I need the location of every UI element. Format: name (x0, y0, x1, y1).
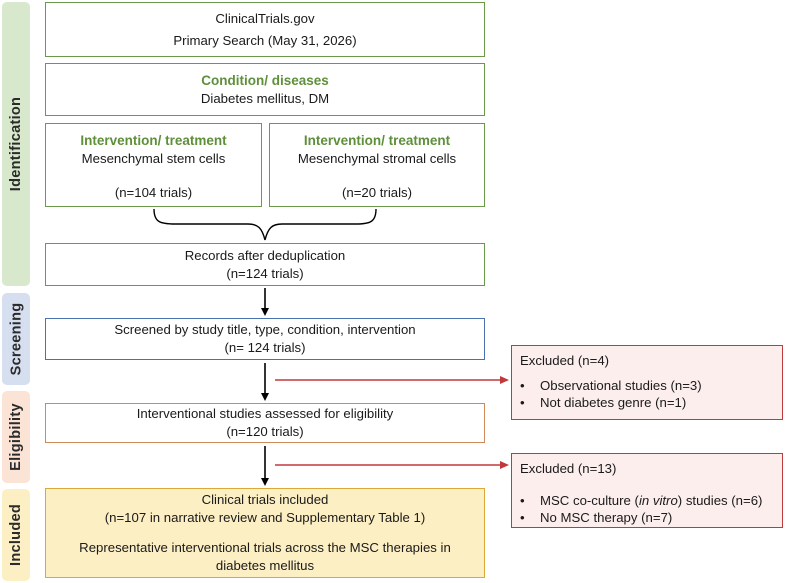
phase-identification: Identification (2, 2, 30, 286)
intervention-stromal-cells-box: Intervention/ treatment Mesenchymal stro… (269, 123, 485, 207)
intervention-stromal-title: Intervention/ treatment (303, 133, 451, 148)
excluded-eligibility-box: Excluded (n=13) •MSC co-culture (in vitr… (511, 453, 783, 528)
dedup-box: Records after deduplication (n=124 trial… (45, 243, 485, 286)
list-item: •MSC co-culture (in vitro) studies (n=6) (520, 493, 763, 508)
intervention-stem-count: (n=104 trials) (114, 185, 193, 200)
excluded-screening-item-1: Observational studies (n=3) (540, 378, 702, 393)
excluded-screening-box: Excluded (n=4) •Observational studies (n… (511, 345, 783, 420)
intervention-stem-cells-box: Intervention/ treatment Mesenchymal stem… (45, 123, 262, 207)
dedup-count: (n=124 trials) (226, 265, 304, 281)
condition-box: Condition/ diseases Diabetes mellitus, D… (45, 63, 485, 116)
source-search-date: Primary Search (May 31, 2026) (173, 32, 357, 48)
source-box: ClinicalTrials.gov Primary Search (May 3… (45, 2, 485, 57)
phase-eligibility: Eligibility (2, 391, 30, 483)
source-name: ClinicalTrials.gov (215, 10, 315, 26)
screened-box: Screened by study title, type, condition… (45, 318, 485, 360)
included-representative-line1: Representative interventional trials acr… (79, 540, 451, 555)
eligibility-box: Interventional studies assessed for elig… (45, 403, 485, 443)
condition-value: Diabetes mellitus, DM (200, 90, 330, 106)
eligibility-count: (n=120 trials) (226, 424, 304, 439)
included-box: Clinical trials included (n=107 in narra… (45, 488, 485, 578)
screened-label: Screened by study title, type, condition… (114, 322, 416, 337)
merge-brace (153, 208, 377, 241)
excluded-eligibility-list: •MSC co-culture (in vitro) studies (n=6)… (520, 492, 774, 526)
eligibility-label: Interventional studies assessed for elig… (136, 406, 394, 421)
excluded-eligibility-title: Excluded (n=13) (520, 461, 617, 476)
intervention-stromal-value: Mesenchymal stromal cells (297, 151, 457, 166)
dedup-label: Records after deduplication (184, 247, 346, 263)
intervention-stromal-count: (n=20 trials) (342, 185, 412, 200)
screened-count: (n= 124 trials) (224, 340, 306, 355)
intervention-stem-value: Mesenchymal stem cells (81, 151, 226, 166)
included-representative-line2: diabetes mellitus (215, 558, 315, 573)
included-label: Clinical trials included (201, 492, 329, 507)
excluded-eligibility-item-2: No MSC therapy (n=7) (540, 510, 673, 525)
excluded-screening-list: •Observational studies (n=3) •Not diabet… (520, 377, 774, 411)
included-count: (n=107 in narrative review and Supplemen… (104, 510, 426, 525)
excluded-eligibility-item-1: MSC co-culture (in vitro) studies (n=6) (540, 493, 763, 508)
condition-title: Condition/ diseases (201, 72, 329, 88)
list-item: •No MSC therapy (n=7) (520, 510, 673, 525)
list-item: •Not diabetes genre (n=1) (520, 395, 687, 410)
intervention-stem-title: Intervention/ treatment (80, 133, 227, 148)
phase-included: Included (2, 489, 30, 581)
excluded-screening-title: Excluded (n=4) (520, 353, 610, 368)
list-item: •Observational studies (n=3) (520, 378, 702, 393)
phase-screening: Screening (2, 293, 30, 385)
excluded-screening-item-2: Not diabetes genre (n=1) (540, 395, 687, 410)
